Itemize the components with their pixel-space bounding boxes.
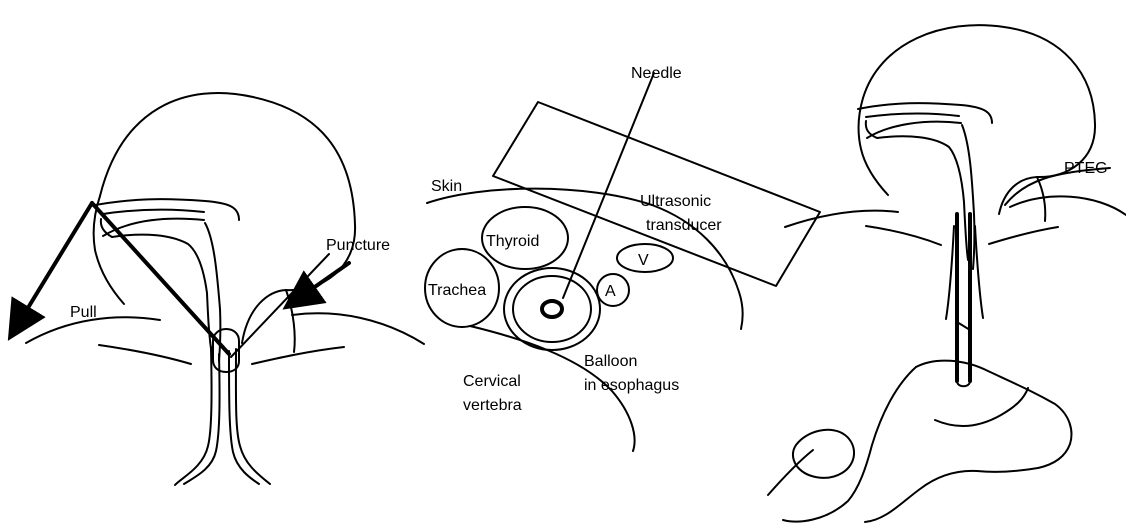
balloon-label-line2: in esophagus (584, 377, 679, 394)
left-shoulder-line (26, 317, 160, 343)
needle-label: Needle (631, 65, 682, 82)
left-head-outline (100, 93, 355, 343)
thyroid-label: Thyroid (486, 233, 539, 250)
left-tongue-back (112, 235, 212, 355)
left-neck-back (286, 290, 295, 352)
right-tongue-back (877, 136, 968, 260)
vein-label: V (638, 252, 649, 269)
right-chest-left (866, 226, 941, 245)
stomach-left (783, 367, 916, 522)
cervical-label-line2: vertebra (463, 397, 522, 414)
stomach-lower (865, 468, 1038, 522)
esophagus-lumen (542, 301, 562, 317)
pteg-label: PTEG (1064, 160, 1108, 177)
left-head-panel: Pull Puncture (12, 93, 424, 485)
right-head-outline (863, 25, 1095, 214)
center-cross-section-panel: Needle Skin Ultrasonic transducer Thyroi… (425, 65, 820, 451)
balloon-outer (504, 268, 600, 350)
right-palate-inner (866, 114, 959, 118)
left-palate-inner (103, 210, 204, 214)
stomach-upper (916, 361, 1071, 468)
left-tube (92, 203, 229, 354)
duodenum-tail (768, 450, 813, 495)
puncture-label: Puncture (326, 237, 390, 254)
right-shoulder-right (1010, 196, 1126, 215)
left-puncture-needle (231, 254, 329, 357)
right-shoulder-left (785, 211, 898, 227)
stomach-inner (935, 388, 1028, 426)
cervical-label-line1: Cervical (463, 373, 521, 390)
artery-label: A (605, 283, 616, 300)
ultrasonic-label-line1: Ultrasonic (640, 193, 711, 210)
balloon-label-line1: Balloon (584, 353, 637, 370)
pull-label: Pull (70, 304, 97, 321)
right-pteg-panel: PTEG (768, 25, 1126, 522)
skin-label: Skin (431, 178, 462, 195)
left-esophagus-right (236, 349, 270, 484)
left-esophagus-left (175, 347, 212, 485)
right-esophagus-right (975, 226, 983, 318)
right-tube-cap (957, 381, 970, 386)
duodenum-bulb (793, 430, 854, 478)
puncture-arrow-shaft (289, 263, 349, 305)
left-esophagus-inner-left (184, 354, 220, 484)
balloon-inner (513, 276, 591, 342)
right-esophagus-left (946, 226, 954, 319)
left-chest-line-right (252, 347, 344, 364)
left-right-shoulder (292, 313, 424, 344)
ultrasonic-label-line2: transducer (646, 217, 722, 234)
right-neck-front (859, 98, 888, 195)
right-chest-right (989, 227, 1058, 244)
trachea-label: Trachea (428, 282, 486, 299)
left-chest-line (99, 345, 191, 364)
right-jaw-lower (866, 121, 877, 138)
